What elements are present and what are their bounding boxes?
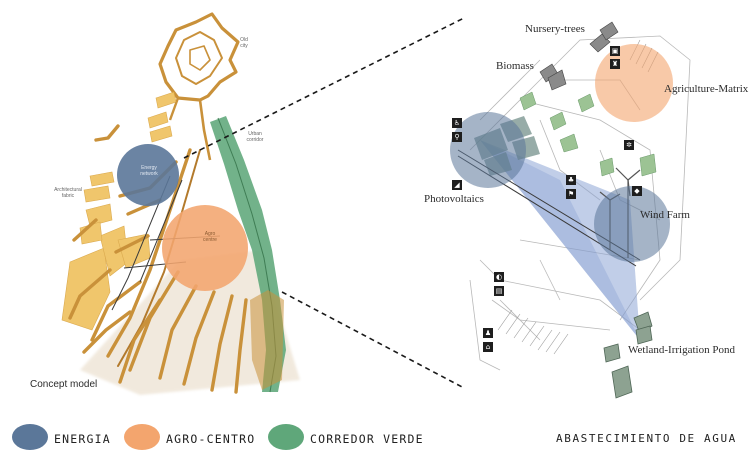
nursery-trees-label: Nursery-trees (525, 23, 585, 35)
legend-verde-swatch (268, 424, 304, 450)
seat-icon: ▤ (494, 286, 504, 296)
agriculture-matrix-label: Agriculture-Matrix (664, 83, 748, 95)
walker-icon: ♟ (483, 328, 493, 338)
recycle-icon: ◆ (632, 186, 642, 196)
legend-agro-label: AGRO-CENTRO (166, 432, 255, 446)
car-icon: ◢ (452, 180, 462, 190)
concept-model-caption: Concept model (30, 379, 97, 390)
bench-icon: ⌂ (483, 342, 493, 352)
sun-icon: ✲ (624, 140, 634, 150)
wetland-label: Wetland-Irrigation Pond (628, 344, 735, 356)
legend-energia-swatch (12, 424, 48, 450)
legend-agro-swatch (124, 424, 160, 450)
agro-centre-label: Agro centre (198, 231, 222, 243)
agriculture-matrix-circle (595, 44, 673, 122)
old-city-label: Old city (234, 37, 254, 49)
bicycle-icon: ♿ (452, 118, 462, 128)
biomass-label: Biomass (496, 60, 534, 72)
photovoltaics-label: Photovoltaics (424, 193, 484, 205)
energy-network-label: Energy network (136, 165, 162, 177)
wind-farm-label: Wind Farm (640, 209, 690, 221)
agro-centre-circle (162, 205, 248, 291)
legend-energia-label: ENERGIA (54, 432, 111, 446)
wind-farm-circle (594, 186, 670, 262)
bus-icon: ▣ (610, 46, 620, 56)
architectural-fabric-label: Architectural fabric (50, 187, 86, 199)
walker-icon: ♜ (610, 59, 620, 69)
urban-corridor-label: Urban corridor (242, 131, 268, 143)
legend-verde-label: CORREDOR VERDE (310, 432, 424, 446)
wheelchair-icon: ◐ (494, 272, 504, 282)
walker-icon: ⚲ (452, 132, 462, 142)
bench-icon: ⚑ (566, 189, 576, 199)
tree-icon: ♣ (566, 175, 576, 185)
legend-water-title: ABASTECIMIENTO DE AGUA (556, 432, 737, 445)
